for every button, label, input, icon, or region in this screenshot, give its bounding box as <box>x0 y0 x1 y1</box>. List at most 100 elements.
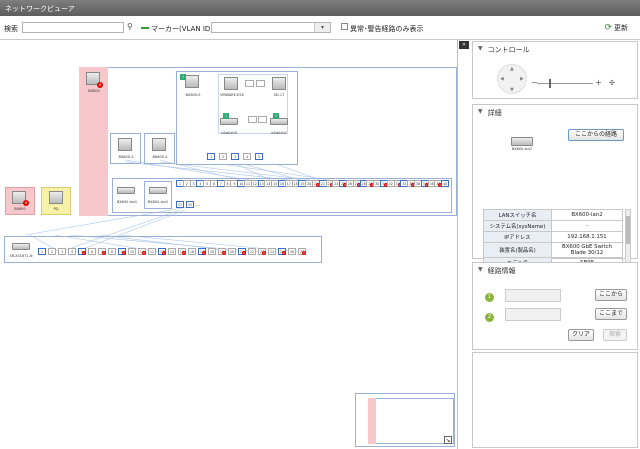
minimap[interactable]: ↘ <box>355 393 455 447</box>
pan-up-icon[interactable]: ▲ <box>510 66 514 72</box>
lan-switch-icon[interactable] <box>117 187 135 194</box>
lan-switch-row[interactable] <box>112 178 452 213</box>
port[interactable]: 1 <box>207 153 215 160</box>
route-from-here-button[interactable]: ここからの経路 <box>568 129 624 141</box>
refresh-button[interactable]: ⟳ 更新 <box>604 23 628 33</box>
blade-grid <box>218 74 288 134</box>
port-error-icon: × <box>438 183 443 187</box>
blade-server-icon[interactable] <box>185 75 199 88</box>
port[interactable]: 20 <box>228 248 236 255</box>
panel-empty-area <box>472 352 638 448</box>
zoom-in-icon[interactable]: ＋ <box>595 79 602 87</box>
alert-only-checkbox[interactable] <box>341 23 348 30</box>
alert-only-label: 異常･警告経路のみ表示 <box>350 25 424 33</box>
port[interactable]: 24 <box>268 248 276 255</box>
port[interactable]: 4 <box>243 153 251 160</box>
scrollbar-thumb[interactable] <box>626 216 630 244</box>
search-input[interactable] <box>22 22 124 33</box>
window-titlebar: ネットワークビューア <box>0 0 640 16</box>
minimap-resize-icon[interactable]: ↘ <box>444 436 452 444</box>
zoom-slider[interactable] <box>537 83 593 84</box>
lan-switch-icon[interactable] <box>149 187 167 194</box>
route-header[interactable]: ▼ 経路情報 <box>473 263 637 277</box>
refresh-icon: ⟳ <box>604 23 612 33</box>
set-from-button[interactable]: ここから <box>595 289 627 301</box>
port[interactable]: 2 <box>219 153 227 160</box>
port-error-icon: × <box>397 183 402 187</box>
lan-switch-1-label: BX600-lan1 <box>116 200 138 204</box>
status-info-icon: i <box>180 74 186 80</box>
zoom-slider-thumb[interactable] <box>549 79 551 88</box>
route-title: 経路情報 <box>487 267 516 275</box>
port[interactable]: 12 <box>148 248 156 255</box>
port-error-icon: × <box>343 183 348 187</box>
port-error-icon: × <box>162 251 166 255</box>
blade-b2-frame[interactable] <box>144 133 175 164</box>
server-chassis-icon[interactable] <box>86 72 100 85</box>
server-chassis-icon[interactable] <box>12 191 26 204</box>
blade-a3-label: vSwitch0 <box>221 131 237 135</box>
clear-button[interactable]: クリア <box>568 329 594 341</box>
network-canvas[interactable]: × BX600 i BX600-S VMWARE-ESX SD-17 i vSw… <box>0 40 458 449</box>
port[interactable]: 16 <box>188 248 196 255</box>
vswitch-icon[interactable] <box>270 118 288 125</box>
control-title: コントロール <box>487 46 530 54</box>
blade-b1-frame[interactable] <box>110 133 141 164</box>
server-chassis-icon[interactable] <box>49 191 63 204</box>
port[interactable]: 2 <box>48 248 56 255</box>
set-to-button[interactable]: ここまで <box>595 308 627 320</box>
control-header[interactable]: ▼ コントロール <box>473 42 637 56</box>
selected-switch-frame[interactable] <box>144 181 172 209</box>
port-error-icon: × <box>102 251 106 255</box>
port[interactable]: 40 <box>441 180 450 187</box>
route-start-pin-icon: 1 <box>485 293 494 302</box>
port[interactable]: 3 <box>231 153 239 160</box>
error-badge-icon: × <box>97 82 103 88</box>
fit-view-icon[interactable]: ✣ <box>609 79 615 87</box>
detail-key: 装置名(製品名) <box>483 242 552 258</box>
port[interactable]: 14 <box>168 248 176 255</box>
collapse-arrow-icon[interactable]: ▼ <box>478 108 483 115</box>
port[interactable]: 32 <box>186 201 194 208</box>
search-icon[interactable]: ⚲ <box>127 22 133 31</box>
pan-right-icon[interactable]: ▶ <box>520 76 524 82</box>
port[interactable]: 6 <box>88 248 96 255</box>
pan-control[interactable]: ▲ ▼ ◀ ▶ <box>497 64 527 94</box>
external-switch-row[interactable] <box>4 236 322 263</box>
collapse-arrow-icon[interactable]: ▼ <box>478 266 483 273</box>
search-route-button[interactable]: 探索 <box>603 329 627 341</box>
port[interactable]: 4 <box>68 248 76 255</box>
port-error-icon: × <box>282 251 286 255</box>
detail-value: BX600-lan2 <box>551 209 623 221</box>
port-error-icon: × <box>142 251 146 255</box>
pan-down-icon[interactable]: ▼ <box>510 87 514 93</box>
port[interactable]: 3 <box>58 248 66 255</box>
blade-server-icon[interactable] <box>118 138 132 151</box>
port[interactable]: 10 <box>128 248 136 255</box>
port[interactable]: 22 <box>248 248 256 255</box>
detail-header[interactable]: ▼ 詳細 <box>473 105 637 119</box>
pan-left-icon[interactable]: ◀ <box>500 76 504 82</box>
collapse-arrow-icon[interactable]: ▼ <box>478 45 483 52</box>
port[interactable]: 1 <box>38 248 46 255</box>
port-error-icon: × <box>242 251 246 255</box>
vm-host-icon[interactable] <box>224 77 238 90</box>
marker-vlan-select[interactable]: ▾ <box>211 22 331 33</box>
chevron-down-icon[interactable]: ▾ <box>314 23 330 32</box>
detail-key: IPアドレス <box>483 231 552 243</box>
external-switch-label: SR-X316T1-N <box>9 254 33 258</box>
port[interactable]: 5 <box>255 153 263 160</box>
zoom-out-icon[interactable]: － <box>531 79 538 87</box>
blade-a4-label: vSwitch1 <box>271 131 287 135</box>
blade-server-icon[interactable] <box>272 77 286 90</box>
port-error-icon: × <box>411 183 416 187</box>
minimap-viewport[interactable] <box>368 398 454 444</box>
vswitch-icon[interactable] <box>220 118 238 125</box>
lan-switch-icon[interactable] <box>12 243 30 250</box>
collapse-panel-button[interactable]: » <box>459 41 469 49</box>
port[interactable]: 8 <box>108 248 116 255</box>
port[interactable]: 31 <box>176 201 184 208</box>
blade-server-icon[interactable] <box>152 138 166 151</box>
port[interactable]: 26 <box>288 248 296 255</box>
port[interactable]: 18 <box>208 248 216 255</box>
